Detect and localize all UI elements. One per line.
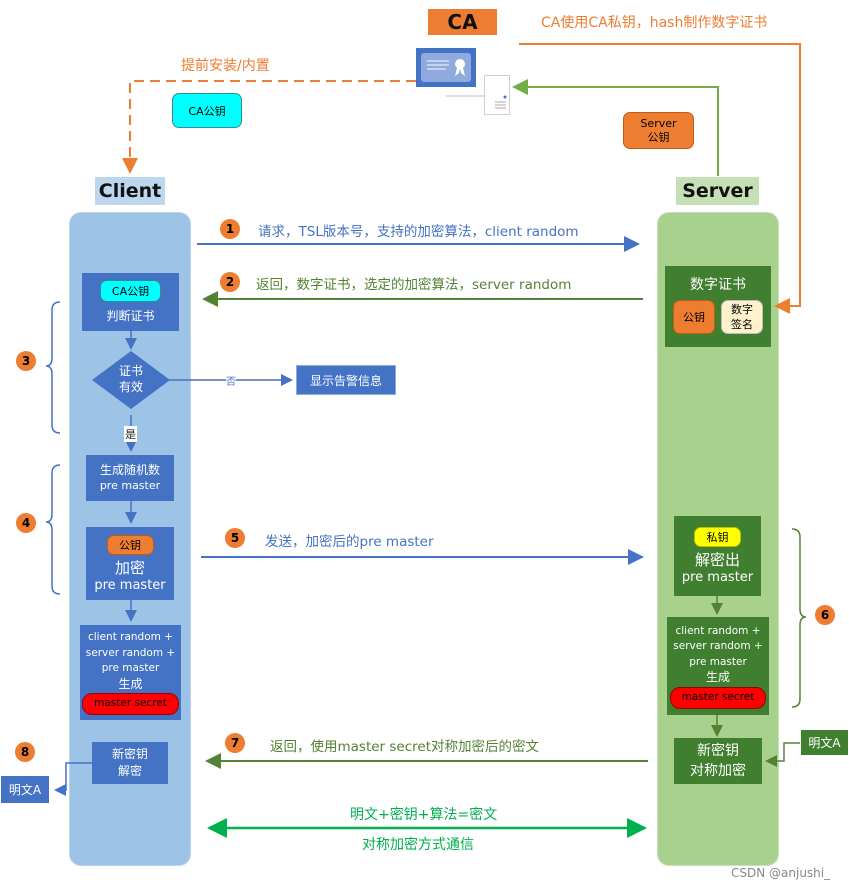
client-decrypt-line1: 新密钥 <box>111 747 148 761</box>
decision-line2: 有效 <box>118 380 143 394</box>
step-5-badge: 5 <box>225 528 245 548</box>
server-plaintext-box: 明文A <box>801 730 848 755</box>
client-decrypt-box: 新密钥 解密 <box>92 742 168 784</box>
decision-yes-label: 是 <box>124 426 137 442</box>
client-generate-master-box: client random + server random + pre mast… <box>80 625 181 720</box>
step-2-badge: 2 <box>220 272 240 292</box>
symmetric-formula: 明文+密钥+算法=密文 <box>350 807 498 823</box>
step-7-label: 返回，使用master secret对称加密后的密文 <box>270 739 540 755</box>
generate-random-box: 生成随机数 pre master <box>86 455 174 501</box>
symmetric-description: 对称加密方式通信 <box>362 837 474 853</box>
cert-signature: 数字 签名 <box>721 300 763 334</box>
server-header: Server <box>676 177 759 205</box>
server-generate-master-box: client random + server random + pre mast… <box>667 617 769 715</box>
server-public-key-line1: Server <box>640 116 677 130</box>
watermark: CSDN @anjushi_ <box>731 866 831 880</box>
certificate-icon <box>416 48 476 87</box>
client-gen-line2: server random + <box>85 646 176 659</box>
verify-certificate-box: CA公钥 判断证书 <box>82 273 179 331</box>
client-header: Client <box>95 177 165 205</box>
client-public-key-badge: 公钥 <box>106 534 154 555</box>
step-7-badge: 7 <box>225 733 245 753</box>
server-certificate-box: 数字证书 公钥 数字 签名 <box>665 266 771 347</box>
decision-no-label: 否 <box>226 373 236 388</box>
cert-signature-line1: 数字 <box>731 303 753 316</box>
server-public-key-badge: Server 公钥 <box>623 112 694 149</box>
ca-title: CA <box>428 9 497 35</box>
step-8-badge: 8 <box>15 742 35 762</box>
step-6-badge: 6 <box>815 605 835 625</box>
server-decrypt-premaster-box: 私钥 解密出 pre master <box>674 516 761 596</box>
decision-line1: 证书 <box>118 364 143 378</box>
server-public-key-line2: 公钥 <box>647 130 670 144</box>
random-line2: pre master <box>99 479 161 492</box>
server-private-key-badge: 私钥 <box>694 527 741 547</box>
preinstall-arrow <box>122 80 416 174</box>
client-gen-line4: 生成 <box>118 676 143 691</box>
server-decrypt-line2: pre master <box>681 570 754 585</box>
brace-step6 <box>791 528 807 708</box>
step-1-badge: 1 <box>220 219 240 239</box>
cert-signature-line2: 签名 <box>731 318 753 331</box>
server-to-ca-arrow <box>512 79 719 176</box>
step-1-label: 请求，TSL版本号，支持的加密算法，client random <box>258 224 579 240</box>
brace-step3 <box>45 301 61 434</box>
encrypt-line1: 加密 <box>114 558 145 577</box>
server-encrypt-line1: 新密钥 <box>697 743 739 759</box>
verify-label: 判断证书 <box>106 309 155 323</box>
server-decrypt-line1: 解密出 <box>694 551 740 569</box>
step-2-label: 返回，数字证书，选定的加密算法，server random <box>256 277 572 293</box>
ca-public-key-badge: CA公钥 <box>172 93 242 128</box>
cert-public-key: 公钥 <box>673 300 715 334</box>
preinstall-note: 提前安装/内置 <box>181 58 270 74</box>
client-gen-line3: pre master <box>101 662 160 674</box>
server-gen-line4: 生成 <box>705 670 730 684</box>
server-encrypt-box: 新密钥 对称加密 <box>674 738 762 784</box>
random-line1: 生成随机数 <box>99 463 160 477</box>
step-3-badge: 3 <box>16 351 36 371</box>
client-gen-line1: client random + <box>87 631 174 643</box>
encrypt-premaster-box: 公钥 加密 pre master <box>86 527 174 600</box>
certificate-valid-decision: 证书 有效 <box>92 351 170 409</box>
verify-ca-public-key: CA公钥 <box>100 280 161 302</box>
ca-sign-note: CA使用CA私钥，hash制作数字证书 <box>541 15 768 31</box>
document-icon <box>484 75 510 115</box>
server-gen-line3: pre master <box>689 655 747 668</box>
client-master-secret: master secret <box>82 693 179 715</box>
step-5-label: 发送，加密后的pre master <box>265 534 434 550</box>
step-4-badge: 4 <box>16 513 36 533</box>
server-gen-line2: server random + <box>673 640 763 652</box>
client-decrypt-line2: 解密 <box>117 764 142 778</box>
cert-title: 数字证书 <box>690 277 746 293</box>
server-master-secret: master secret <box>670 686 766 709</box>
server-encrypt-line2: 对称加密 <box>690 763 746 779</box>
encrypt-line2: pre master <box>94 577 166 593</box>
client-plaintext-box: 明文A <box>1 776 49 803</box>
server-gen-line1: client random + <box>675 624 761 637</box>
brace-step4 <box>45 464 61 595</box>
show-warning-box: 显示告警信息 <box>296 365 396 395</box>
ca-sign-arrow <box>519 43 801 314</box>
